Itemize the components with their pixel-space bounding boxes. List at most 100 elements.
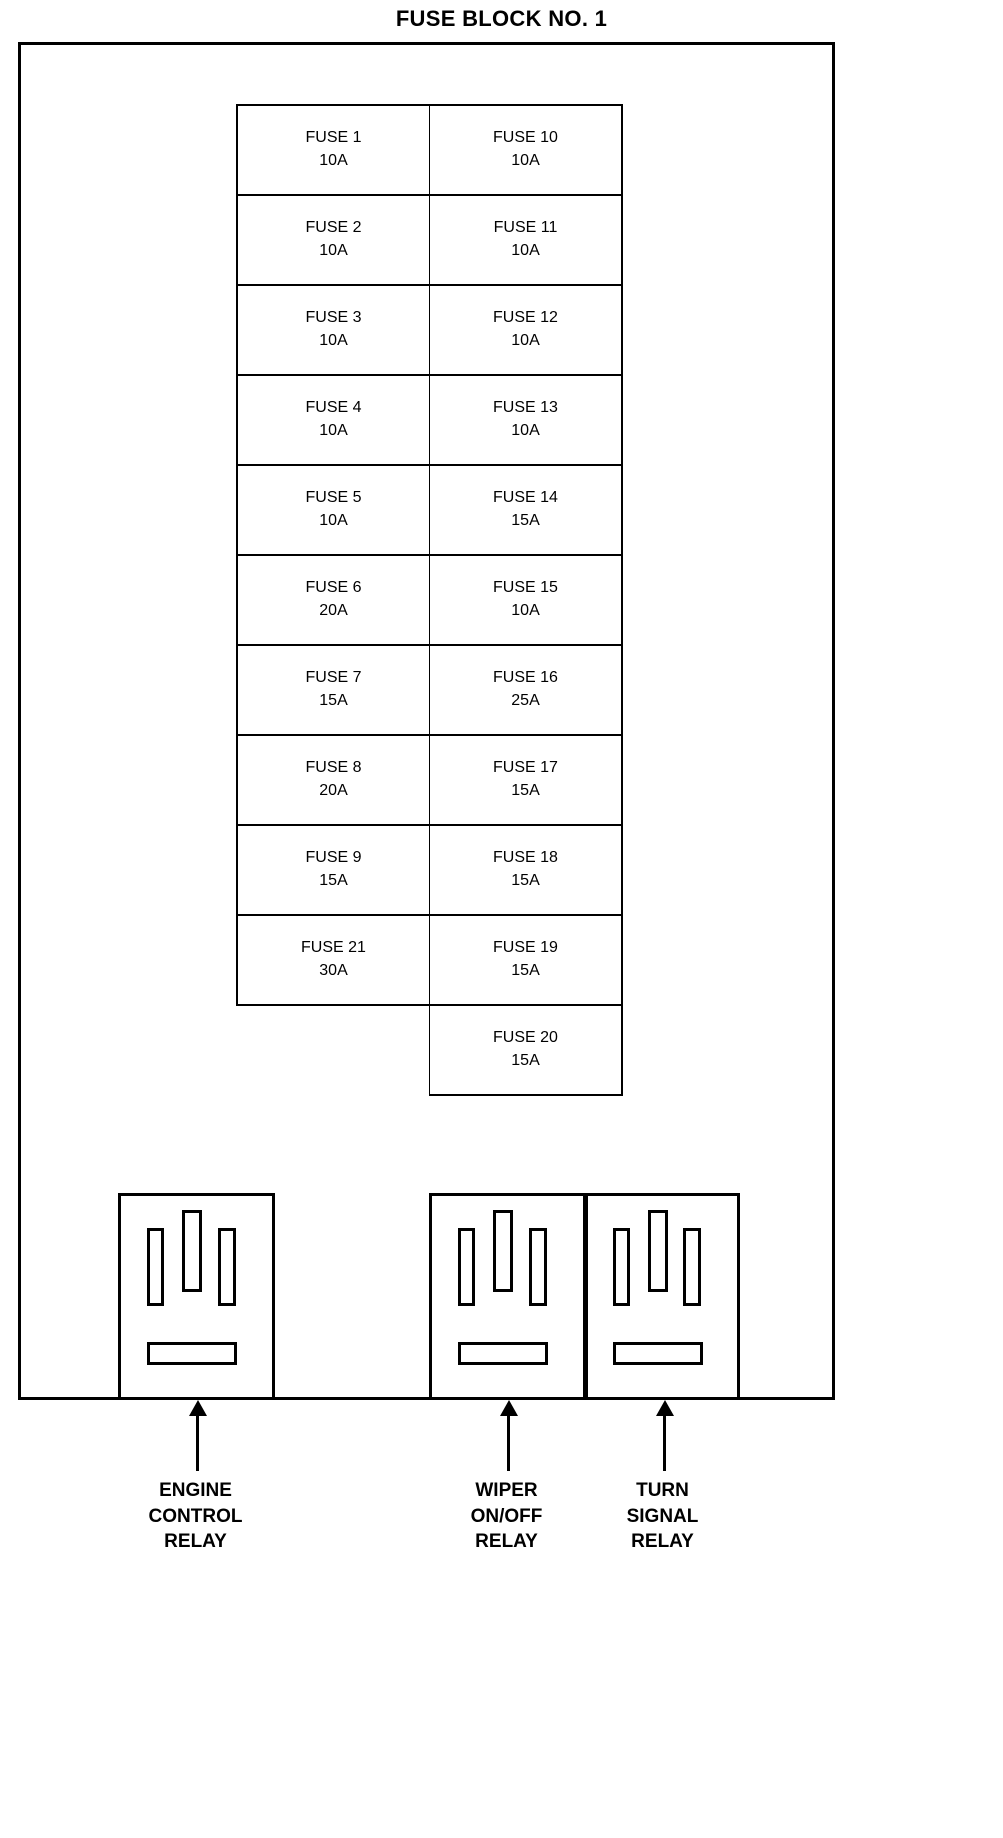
fuse-cell[interactable]: FUSE 3 10A bbox=[236, 284, 430, 376]
fuse-name: FUSE 15 bbox=[493, 579, 558, 597]
fuse-name: FUSE 16 bbox=[493, 669, 558, 687]
fuse-name: FUSE 5 bbox=[305, 489, 362, 507]
relay-label-line: RELAY bbox=[475, 1531, 538, 1553]
fuse-cell[interactable]: FUSE 15 10A bbox=[429, 554, 623, 646]
relay-label: TURN SIGNAL RELAY bbox=[575, 1478, 750, 1555]
fuse-rating: 20A bbox=[319, 602, 348, 619]
relay-label-line: SIGNAL bbox=[626, 1505, 699, 1527]
fuse-name: FUSE 3 bbox=[305, 309, 362, 327]
fuse-column-right: FUSE 10 10A FUSE 11 10A FUSE 12 10A FUSE 13 10A… bbox=[429, 104, 623, 1116]
fuse-rating: 10A bbox=[319, 242, 348, 259]
fuse-cell[interactable]: FUSE 19 15A bbox=[429, 914, 623, 1006]
fuse-name: FUSE 13 bbox=[493, 399, 558, 417]
relay-pointer-arrow bbox=[507, 1415, 510, 1471]
relay-label-line: RELAY bbox=[164, 1531, 227, 1553]
fuse-cell[interactable]: FUSE 12 10A bbox=[429, 284, 623, 376]
fuse-rating: 10A bbox=[511, 152, 540, 169]
fuse-cell[interactable]: FUSE 17 15A bbox=[429, 734, 623, 826]
fuse-cell[interactable]: FUSE 13 10A bbox=[429, 374, 623, 466]
fuse-rating: 10A bbox=[319, 512, 348, 529]
relay-label-line: WIPER bbox=[475, 1480, 538, 1501]
fuse-name: FUSE 12 bbox=[493, 309, 558, 327]
fuse-rating: 30A bbox=[319, 962, 348, 979]
fuse-name: FUSE 17 bbox=[493, 759, 558, 777]
relay-socket[interactable] bbox=[585, 1193, 740, 1400]
relay-terminal-slot-wide bbox=[146, 1342, 238, 1365]
fuse-cell[interactable]: FUSE 1 10A bbox=[236, 104, 430, 196]
relay-terminal-slot-wide bbox=[613, 1342, 703, 1365]
relay-label-line: TURN bbox=[636, 1480, 689, 1501]
fuse-cell[interactable]: FUSE 8 20A bbox=[236, 734, 430, 826]
relay-terminal-slot bbox=[648, 1210, 669, 1292]
fuse-name: FUSE 11 bbox=[493, 219, 558, 237]
relay-terminal-slot bbox=[528, 1228, 547, 1306]
fuse-cell[interactable]: FUSE 14 15A bbox=[429, 464, 623, 556]
fuse-rating: 15A bbox=[511, 512, 540, 529]
fuse-rating: 15A bbox=[511, 1052, 540, 1069]
relay-pointer-arrowhead bbox=[656, 1400, 674, 1416]
relay-label-line: ON/OFF bbox=[470, 1505, 543, 1527]
fuse-rating: 15A bbox=[319, 872, 348, 889]
fuse-cell[interactable]: FUSE 9 15A bbox=[236, 824, 430, 916]
relay-label: WIPER ON/OFF RELAY bbox=[419, 1478, 594, 1555]
relay-terminal-slot bbox=[457, 1228, 475, 1306]
relay-label-line: CONTROL bbox=[148, 1505, 243, 1527]
fuse-cell[interactable]: FUSE 2 10A bbox=[236, 194, 430, 286]
fuse-cell[interactable]: FUSE 7 15A bbox=[236, 644, 430, 736]
fuse-cell[interactable]: FUSE 18 15A bbox=[429, 824, 623, 916]
fuse-cell[interactable]: FUSE 6 20A bbox=[236, 554, 430, 646]
relay-terminal-slot bbox=[493, 1210, 514, 1292]
fuse-cell[interactable]: FUSE 10 10A bbox=[429, 104, 623, 196]
fuse-name: FUSE 9 bbox=[305, 849, 362, 867]
relay-terminal-slot bbox=[613, 1228, 631, 1306]
fuse-cell[interactable]: FUSE 5 10A bbox=[236, 464, 430, 556]
fuse-name: FUSE 2 bbox=[305, 219, 362, 237]
relay-label-line: RELAY bbox=[631, 1531, 694, 1553]
fuse-rating: 10A bbox=[319, 422, 348, 439]
relay-pointer-arrow bbox=[196, 1415, 199, 1471]
fuse-name: FUSE 18 bbox=[493, 849, 558, 867]
relay-label-line: ENGINE bbox=[159, 1480, 232, 1501]
fuse-rating: 15A bbox=[319, 692, 348, 709]
relay-terminal-slot bbox=[182, 1210, 203, 1292]
fuse-rating: 10A bbox=[511, 242, 540, 259]
relay-pointer-arrow bbox=[663, 1415, 666, 1471]
fuse-name: FUSE 6 bbox=[305, 579, 362, 597]
fuse-rating: 10A bbox=[511, 602, 540, 619]
fuse-name: FUSE 7 bbox=[305, 669, 362, 687]
fuse-name: FUSE 10 bbox=[493, 129, 558, 147]
fuse-rating: 15A bbox=[511, 782, 540, 799]
relay-terminal-slot bbox=[217, 1228, 236, 1306]
fuse-cell[interactable]: FUSE 11 10A bbox=[429, 194, 623, 286]
fuse-rating: 10A bbox=[511, 332, 540, 349]
fuse-name: FUSE 4 bbox=[305, 399, 362, 417]
relay-label: ENGINE CONTROL RELAY bbox=[108, 1478, 283, 1555]
fuse-rating: 20A bbox=[319, 782, 348, 799]
fuse-name: FUSE 14 bbox=[493, 489, 558, 507]
relay-pointer-arrowhead bbox=[189, 1400, 207, 1416]
fuse-cell[interactable]: FUSE 20 15A bbox=[429, 1004, 623, 1096]
fuse-cell[interactable]: FUSE 4 10A bbox=[236, 374, 430, 466]
relay-terminal-slot-wide bbox=[457, 1342, 549, 1365]
fuse-rating: 10A bbox=[319, 152, 348, 169]
fuse-rating: 15A bbox=[511, 962, 540, 979]
fuse-name: FUSE 1 bbox=[305, 129, 362, 147]
relay-terminal-slot bbox=[146, 1228, 164, 1306]
relay-pointer-arrowhead bbox=[500, 1400, 518, 1416]
fuse-rating: 10A bbox=[319, 332, 348, 349]
fuse-rating: 15A bbox=[511, 872, 540, 889]
relay-socket[interactable] bbox=[118, 1193, 275, 1400]
fuse-name: FUSE 8 bbox=[305, 759, 362, 777]
fuse-rating: 10A bbox=[511, 422, 540, 439]
fuse-name: FUSE 19 bbox=[493, 939, 558, 957]
fuse-name: FUSE 20 bbox=[493, 1029, 558, 1047]
relay-area: ENGINE CONTROL RELAY WIPER ON/OFF RELAY TURN SI… bbox=[118, 1193, 740, 1552]
relay-terminal-slot bbox=[683, 1228, 702, 1306]
relay-socket[interactable] bbox=[429, 1193, 586, 1400]
page-title: FUSE BLOCK NO. 1 bbox=[395, 6, 608, 31]
